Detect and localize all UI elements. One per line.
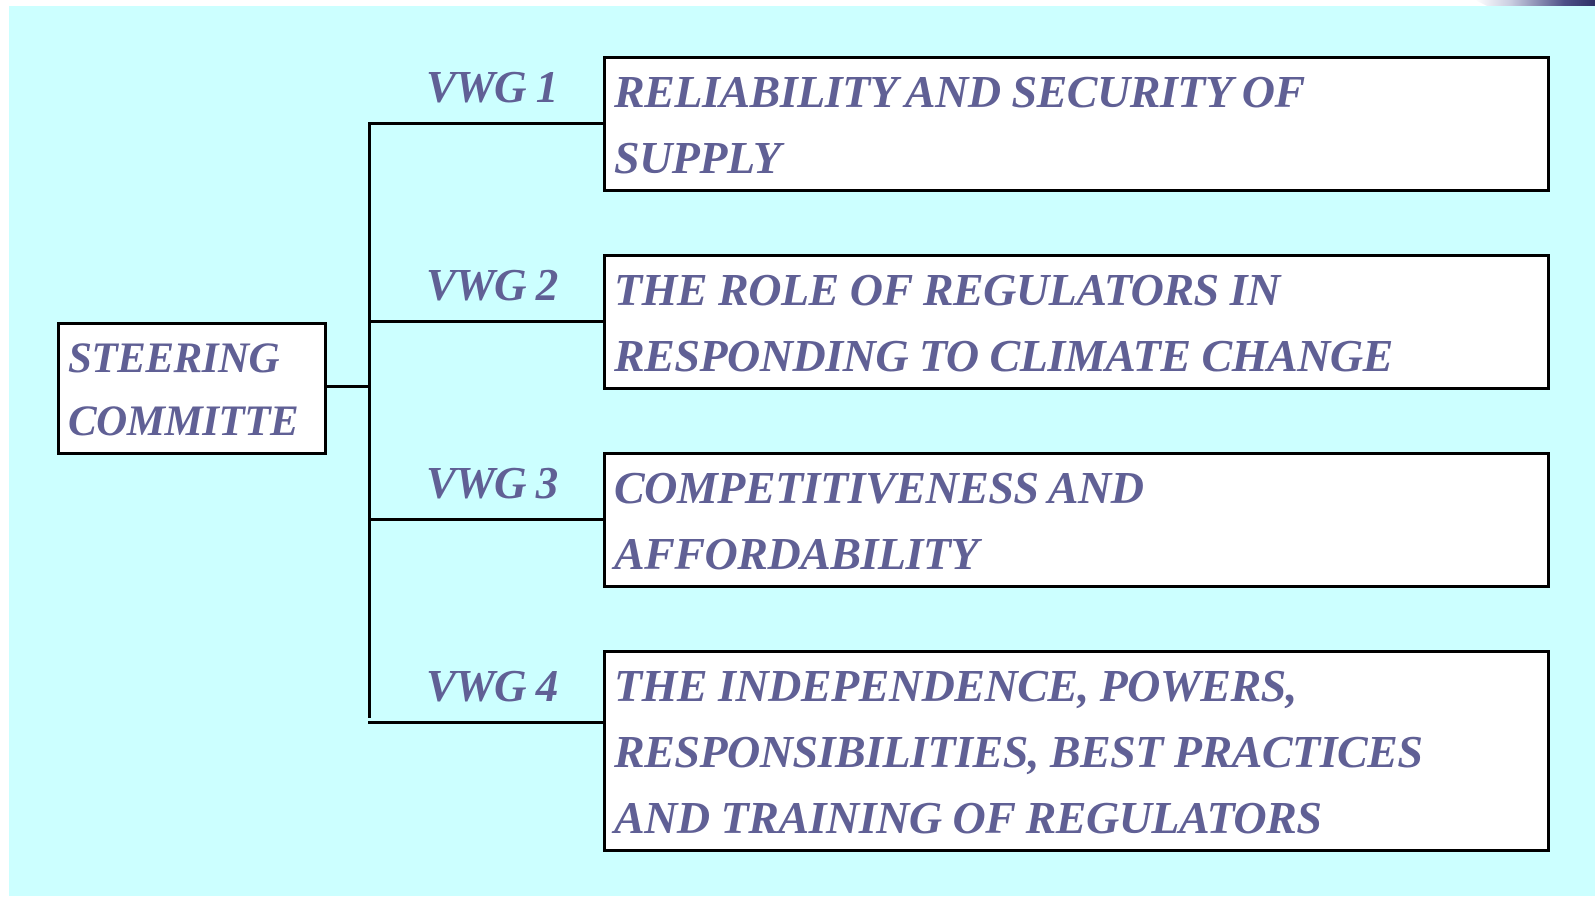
vwg-4-label: VWG 4 — [426, 661, 558, 711]
branch-line-4 — [368, 721, 606, 724]
vwg-2-label: VWG 2 — [426, 260, 558, 310]
vwg-3-box: COMPETITIVENESS AND AFFORDABILITY — [603, 452, 1550, 588]
vwg-4-line-1: THE INDEPENDENCE, POWERS, — [614, 660, 1297, 711]
steering-committee-line-1: STEERING — [68, 335, 280, 382]
vwg-2-line-1: THE ROLE OF REGULATORS IN — [614, 264, 1280, 315]
vwg-2-box: THE ROLE OF REGULATORS IN RESPONDING TO … — [603, 254, 1550, 390]
branch-line-2 — [368, 320, 606, 323]
steering-committee-box: STEERING COMMITTE — [57, 322, 327, 455]
trunk-line — [368, 122, 371, 718]
branch-line-1 — [368, 122, 606, 125]
root-connector — [327, 385, 371, 388]
vwg-3-label: VWG 3 — [426, 458, 558, 508]
vwg-1-label: VWG 1 — [426, 62, 558, 112]
corner-decoration — [1475, 0, 1595, 6]
vwg-4-line-2: RESPONSIBILITIES, BEST PRACTICES — [614, 726, 1423, 777]
vwg-4-line-3: AND TRAINING OF REGULATORS — [614, 792, 1322, 843]
vwg-1-line-1: RELIABILITY AND SECURITY OF — [614, 66, 1305, 117]
vwg-3-line-2: AFFORDABILITY — [614, 528, 979, 579]
steering-committee-line-2: COMMITTE — [68, 398, 299, 445]
vwg-4-box: THE INDEPENDENCE, POWERS, RESPONSIBILITI… — [603, 650, 1550, 852]
vwg-1-line-2: SUPPLY — [614, 132, 781, 183]
vwg-2-line-2: RESPONDING TO CLIMATE CHANGE — [614, 330, 1393, 381]
vwg-3-line-1: COMPETITIVENESS AND — [614, 462, 1144, 513]
vwg-1-box: RELIABILITY AND SECURITY OF SUPPLY — [603, 56, 1550, 192]
branch-line-3 — [368, 518, 606, 521]
